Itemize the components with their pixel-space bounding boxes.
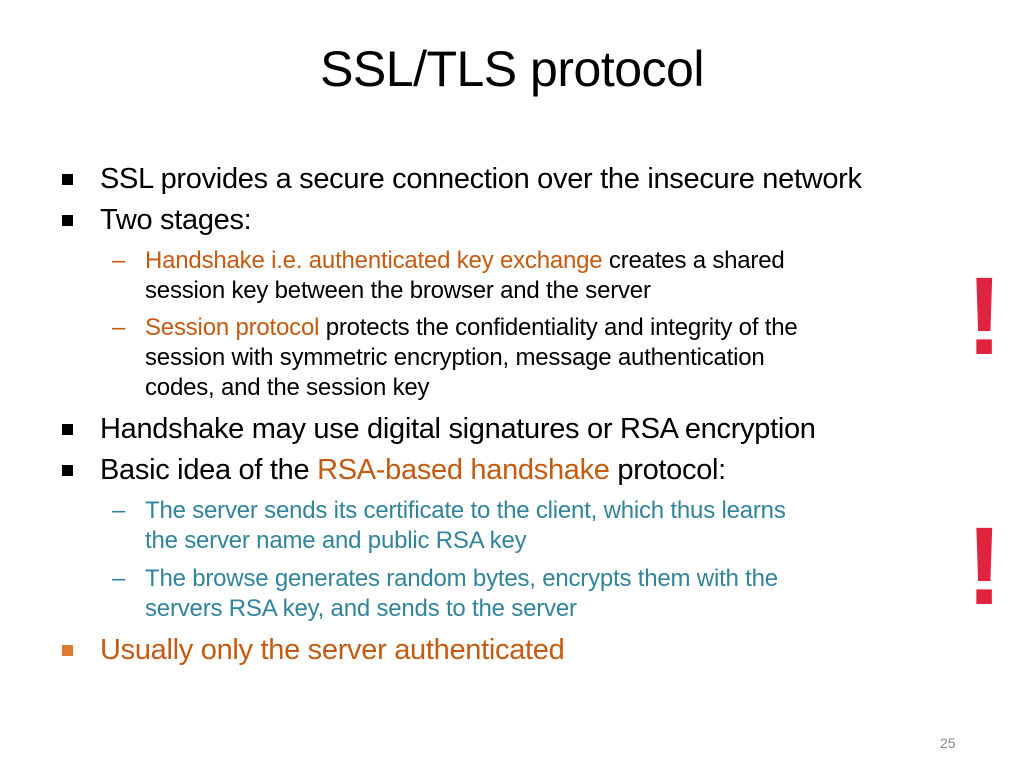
square-bullet-icon	[62, 424, 73, 435]
exclamation-icon: !	[966, 255, 1003, 378]
square-bullet-icon	[62, 174, 73, 185]
square-bullet-icon	[62, 645, 73, 656]
rsa-handshake-highlight: RSA-based handshake	[317, 454, 610, 486]
square-bullet-icon	[62, 215, 73, 226]
session-protocol-highlight: Session protocol	[145, 314, 320, 341]
handshake-highlight: Handshake i.e. authenticated key exchang…	[145, 247, 603, 274]
exclamation-icon: !	[966, 505, 1003, 628]
slide-title: SSL/TLS protocol	[320, 41, 704, 97]
dash-bullet-icon: –	[112, 314, 126, 341]
page-number: 25	[940, 735, 956, 751]
dash-bullet-icon: –	[112, 497, 126, 524]
dash-bullet-icon: –	[112, 565, 126, 592]
dash-bullet-icon: –	[112, 247, 126, 274]
square-bullet-icon	[62, 465, 73, 476]
